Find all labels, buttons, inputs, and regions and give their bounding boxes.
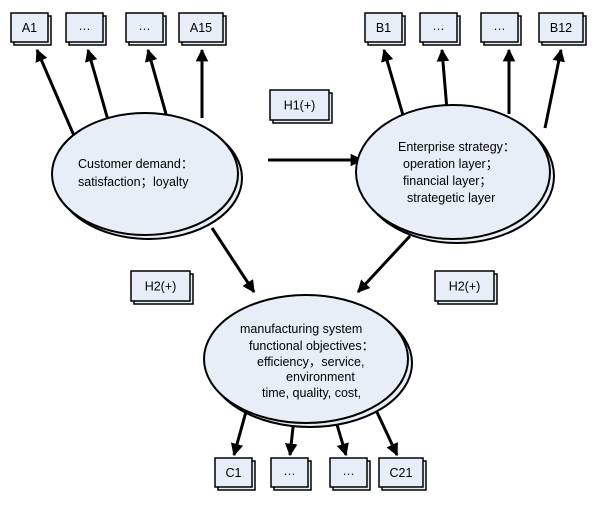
strategy-line-3: financial layer； bbox=[403, 174, 492, 188]
indicator-label-c2: … bbox=[283, 464, 296, 478]
indicator-box-b3: … bbox=[480, 12, 522, 46]
indicator-box-c21: C21 bbox=[378, 457, 427, 491]
edge-strategy-to-manufacturing bbox=[356, 234, 412, 294]
strategy-line-2: operation layer； bbox=[403, 157, 498, 171]
indicator-box-a2: … bbox=[65, 12, 107, 46]
edge-customer-to-manufacturing bbox=[210, 227, 256, 294]
customer-line-1: Customer demand： bbox=[78, 157, 193, 171]
indicator-label-a1: A1 bbox=[22, 21, 37, 35]
hypothesis-h2-right-box: H2(+) bbox=[434, 270, 498, 305]
indicator-box-a3: … bbox=[125, 12, 167, 46]
strategy-line-4: strategetic layer bbox=[407, 191, 495, 205]
manufacturing-system-node: manufacturing system functional objectiv… bbox=[203, 294, 413, 428]
edge-manufacturing-to-c21 bbox=[374, 409, 399, 457]
manufacturing-line-3: efficiency，service, bbox=[257, 355, 364, 369]
edge-manufacturing-to-c1 bbox=[230, 407, 249, 457]
hypothesis-h2-right-label: H2(+) bbox=[449, 280, 481, 294]
manufacturing-line-4: environment bbox=[286, 370, 355, 384]
indicator-label-b3: … bbox=[493, 19, 506, 33]
edge-strategy-to-b2 bbox=[436, 48, 450, 111]
hypothesis-h1-label: H1(+) bbox=[284, 99, 316, 113]
indicator-label-b2: … bbox=[432, 19, 445, 33]
hypothesis-h2-left-box: H2(+) bbox=[130, 270, 194, 305]
edge-customer-to-a2 bbox=[85, 48, 110, 121]
indicator-box-a1: A1 bbox=[10, 12, 52, 46]
manufacturing-line-1: manufacturing system bbox=[240, 322, 362, 336]
indicator-box-c1: C1 bbox=[214, 457, 256, 491]
indicator-box-a15: A15 bbox=[178, 12, 227, 46]
indicator-box-c3: … bbox=[329, 457, 371, 491]
indicator-label-b12: B12 bbox=[550, 21, 572, 35]
edge-customer-to-a3 bbox=[145, 48, 168, 115]
customer-demand-node: Customer demand： satisfaction；loyalty bbox=[51, 112, 243, 240]
indicator-label-b1: B1 bbox=[376, 21, 391, 35]
edge-strategy-to-b1 bbox=[381, 48, 407, 123]
hypothesis-h2-left-label: H2(+) bbox=[145, 280, 177, 294]
indicator-label-a2: … bbox=[78, 19, 91, 33]
indicator-label-c1: C1 bbox=[226, 466, 242, 480]
indicator-box-b12: B12 bbox=[538, 12, 587, 46]
manufacturing-line-5: time, quality, cost, bbox=[262, 386, 361, 400]
indicator-label-c3: … bbox=[342, 464, 355, 478]
hypothesis-h1-box: H1(+) bbox=[269, 89, 333, 124]
edge-strategy-to-b12 bbox=[543, 48, 565, 129]
customer-line-2: satisfaction；loyalty bbox=[78, 175, 189, 189]
indicator-box-b2: … bbox=[419, 12, 461, 46]
indicator-label-a15: A15 bbox=[190, 21, 212, 35]
strategy-line-1: Enterprise strategy： bbox=[398, 140, 515, 154]
indicator-box-c2: … bbox=[270, 457, 312, 491]
indicator-label-c21: C21 bbox=[390, 466, 413, 480]
indicator-label-a3: … bbox=[138, 19, 151, 33]
manufacturing-line-2: functional objectives： bbox=[249, 339, 374, 353]
indicator-box-b1: B1 bbox=[364, 12, 406, 46]
enterprise-strategy-node: Enterprise strategy： operation layer； fi… bbox=[355, 104, 555, 244]
edge-customer-to-a1 bbox=[35, 48, 77, 139]
